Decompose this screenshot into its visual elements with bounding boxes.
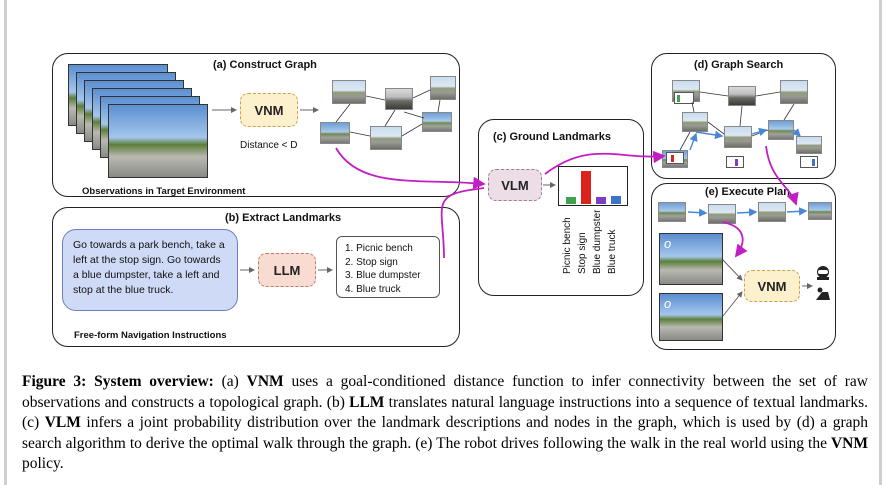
instruction-text: Go towards a park bench, take a left at … — [73, 239, 225, 296]
graph-node-image — [430, 76, 456, 100]
ground-landmarks-title: (c) Ground Landmarks — [493, 131, 611, 143]
caption-text: infers a joint probability distribution … — [22, 414, 868, 452]
graph-node-image — [385, 88, 413, 110]
landmark-item: 3. Blue dumpster — [345, 270, 421, 281]
mini-bar-chart — [674, 92, 694, 104]
caption-text: uses a goal-conditioned distance functio… — [22, 373, 868, 411]
caption-term: LLM — [349, 393, 385, 411]
walk-node-image — [658, 202, 686, 222]
caption-term: VNM — [830, 434, 868, 452]
observations-label: Observations in Target Environment — [82, 186, 246, 197]
distance-threshold-label: Distance < D — [240, 140, 298, 151]
instruction-bubble: Go towards a park bench, take a left at … — [62, 229, 238, 311]
graph-node-image — [332, 80, 366, 104]
landmark-item: 2. Stop sign — [345, 256, 398, 268]
graph-edges — [335, 89, 795, 151]
graph-node-image — [320, 122, 350, 144]
steering-icon — [816, 287, 830, 300]
goal-observation — [659, 293, 723, 341]
robot-icon — [817, 266, 829, 280]
ground-landmarks-panel — [478, 119, 644, 296]
flow-arrows — [335, 145, 799, 259]
graph-node-image — [422, 112, 452, 132]
mini-bar-chart — [726, 156, 744, 168]
walk-path — [687, 127, 808, 217]
caption-term: VLM — [44, 414, 81, 431]
probability-bar — [581, 171, 591, 204]
caption-term: VNM — [246, 373, 284, 390]
landmark-list: 1. Picnic bench 2. Stop sign 3. Blue dum… — [336, 236, 440, 298]
walk-node-image — [708, 204, 736, 224]
graph-node-image — [724, 126, 752, 148]
landmark-item: 1. Picnic bench — [345, 243, 413, 254]
observation-frame — [108, 104, 208, 178]
vlm-module: VLM — [488, 169, 542, 201]
probability-bar — [566, 197, 576, 204]
caption-lead: Figure 3: System overview: — [22, 373, 214, 390]
caption-text: (a) — [213, 373, 247, 390]
observation-marker: o — [664, 236, 672, 251]
graph-node-image — [682, 112, 708, 132]
caption-text: translates natural language instructions… — [22, 393, 868, 432]
graph-node-image — [728, 86, 756, 106]
graph-node-image — [796, 136, 822, 154]
walk-node-image — [808, 202, 832, 220]
landmark-item: 4. Blue truck — [345, 283, 401, 295]
probability-bar — [596, 197, 606, 204]
mini-bar-chart — [666, 152, 684, 164]
current-observation — [659, 233, 723, 285]
execute-plan-title: (e) Execute Plan — [705, 186, 790, 198]
vnm-module-graph: VNM — [240, 93, 298, 127]
probability-bar — [611, 196, 621, 204]
vnm-module-policy: VNM — [744, 270, 800, 302]
construct-graph-title: (a) Construct Graph — [213, 59, 317, 71]
walk-node-image — [758, 202, 786, 222]
module-arrows — [212, 107, 813, 317]
mini-bar-chart — [800, 156, 818, 168]
goal-marker: o — [664, 296, 672, 311]
page-left-border — [4, 0, 7, 485]
caption-text: policy. — [22, 455, 64, 472]
extract-landmarks-title: (b) Extract Landmarks — [225, 212, 342, 224]
figure-caption: Figure 3: System overview: (a) VNM uses … — [22, 372, 868, 475]
graph-search-title: (d) Graph Search — [694, 59, 784, 71]
instruction-label: Free-form Navigation Instructions — [74, 330, 227, 341]
graph-node-image — [780, 80, 808, 104]
page-right-border — [879, 0, 882, 485]
graph-node-image — [370, 126, 402, 150]
llm-module: LLM — [258, 253, 316, 287]
probability-chart — [558, 166, 628, 206]
probability-bars — [563, 169, 623, 204]
